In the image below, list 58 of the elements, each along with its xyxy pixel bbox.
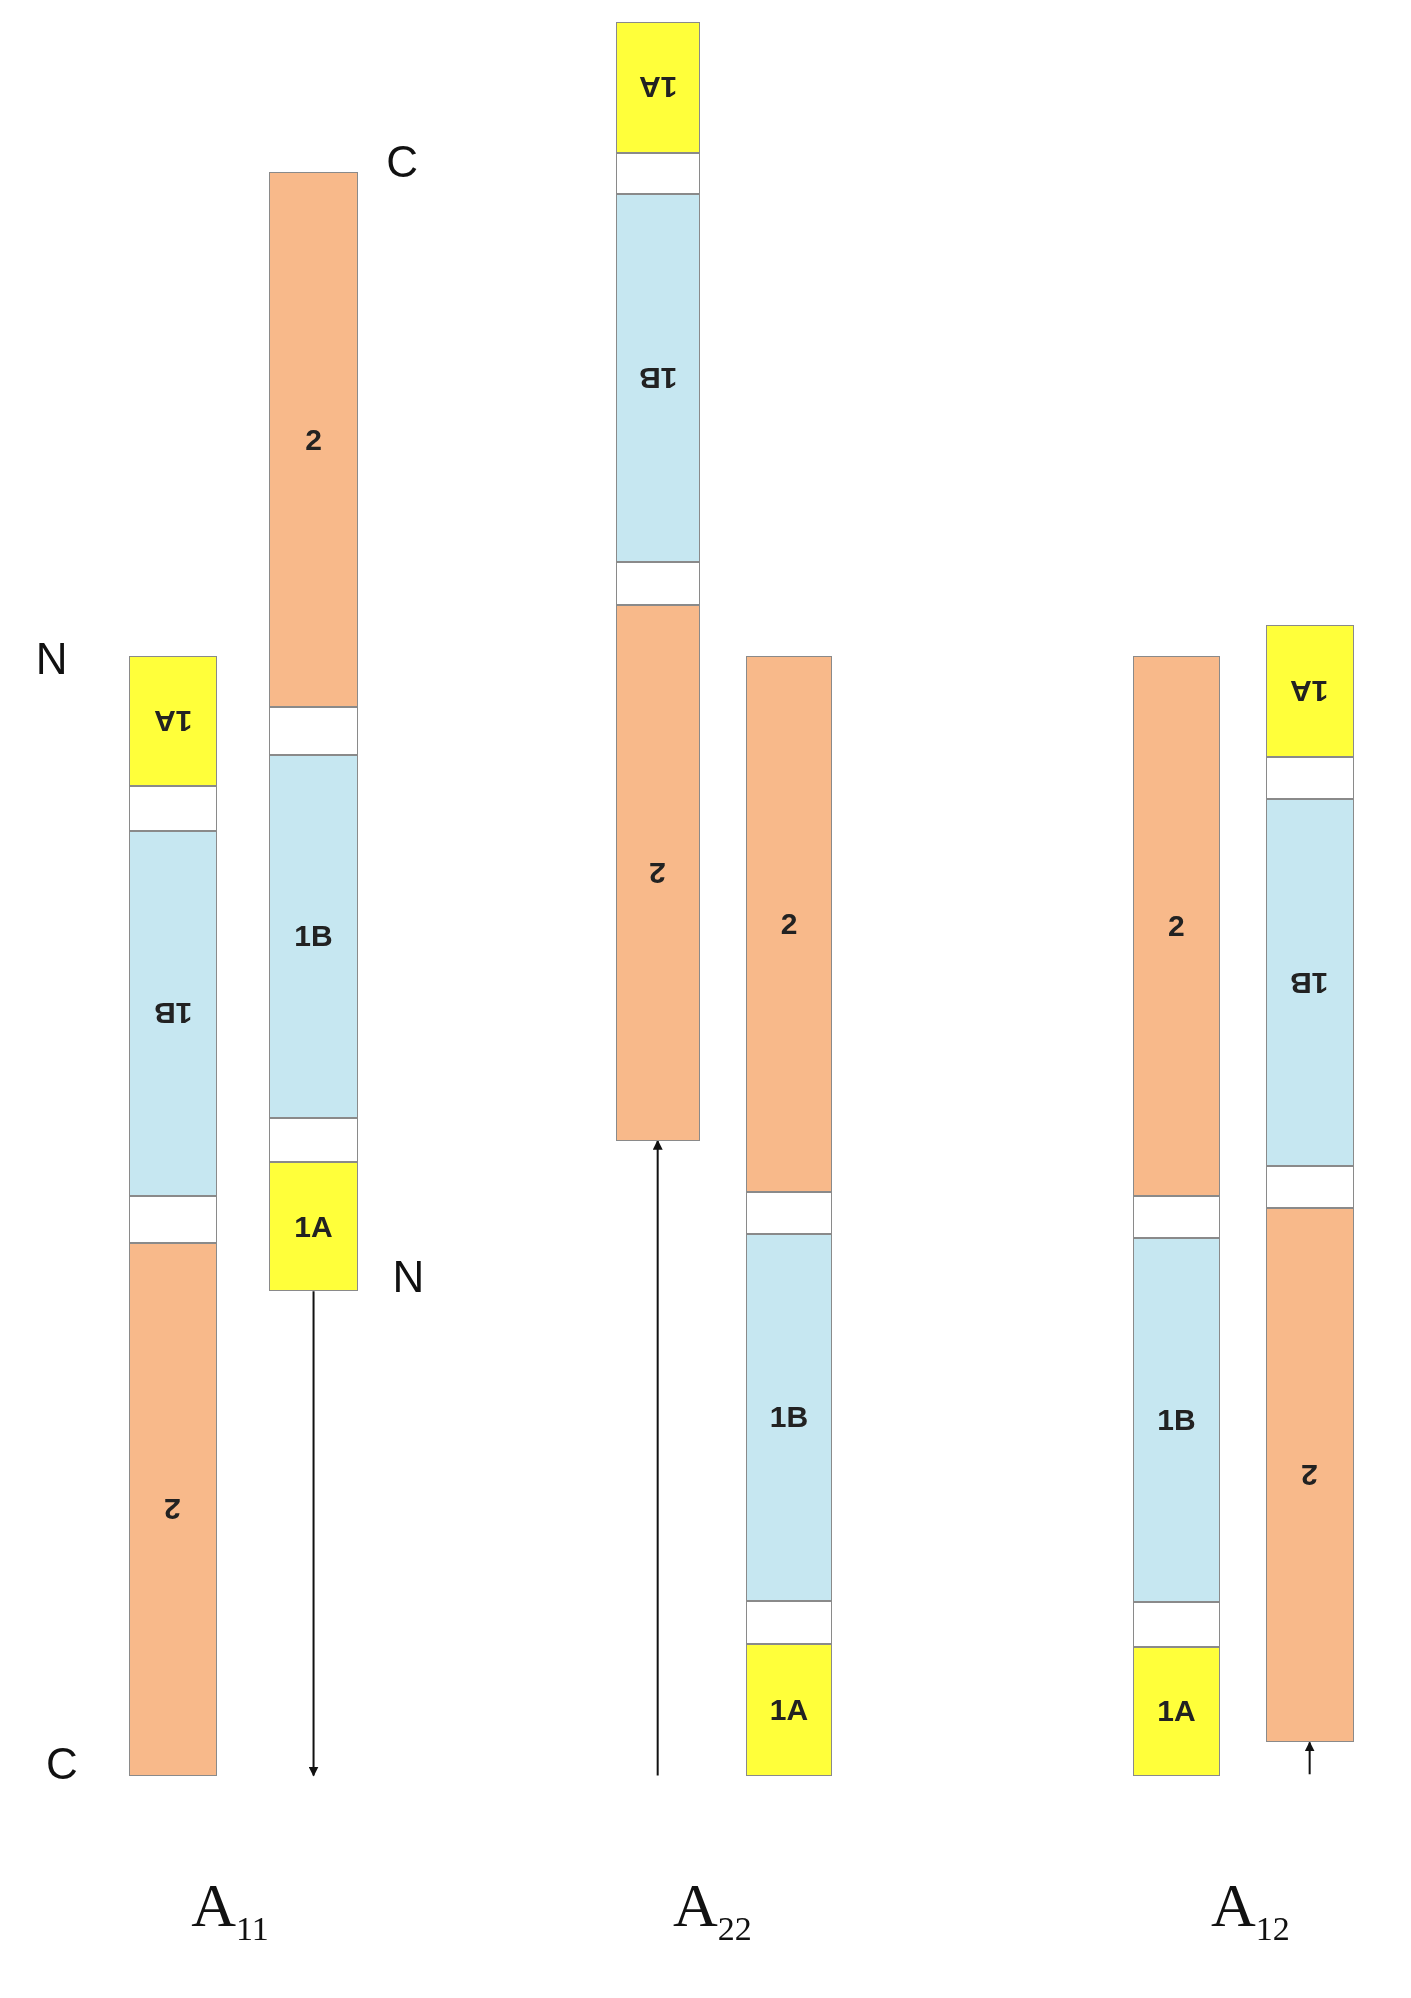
segment-box — [268, 1162, 359, 1292]
segment-label: 1A — [769, 1692, 809, 1727]
linker-box — [128, 1195, 217, 1243]
segment-label: 1B — [1157, 1402, 1196, 1437]
segment-box — [745, 656, 833, 1192]
segment-label: 2 — [305, 422, 322, 457]
segment-label: 1B — [1290, 965, 1329, 1000]
segment-label: 2 — [780, 907, 798, 942]
linker-box — [1133, 1602, 1220, 1647]
segment-label: 2 — [164, 1492, 182, 1527]
segment-label: 1A — [153, 704, 192, 739]
segment-label: 2 — [649, 856, 666, 891]
terminus-label: N — [392, 1255, 425, 1300]
linker-box — [615, 562, 700, 606]
linker-box — [745, 1600, 833, 1645]
segment-box — [1133, 1646, 1220, 1776]
linker-box — [615, 152, 700, 194]
segment-box — [615, 193, 700, 563]
segment-box — [1265, 799, 1354, 1167]
segment-label: 1A — [1157, 1694, 1196, 1729]
terminus-label: C — [386, 140, 418, 185]
segment-label: 1B — [769, 1400, 809, 1435]
dimer-label: A$_{11}$ — [191, 1873, 269, 1946]
segment-box — [1265, 624, 1354, 758]
segment-label: 2 — [1168, 909, 1185, 943]
segment-box — [128, 656, 217, 787]
linker-box — [1265, 1166, 1354, 1209]
segment-label: 1A — [294, 1209, 333, 1244]
linker-box — [745, 1191, 833, 1234]
segment-box — [745, 1644, 833, 1776]
segment-label: 1A — [638, 70, 677, 105]
segment-label: 1A — [1290, 673, 1329, 708]
segment-box — [1265, 1208, 1354, 1743]
segment-label: 1B — [294, 919, 333, 954]
arrow — [1304, 1741, 1315, 1776]
segment-box — [1133, 1237, 1220, 1603]
segment-box — [615, 21, 700, 153]
segment-label: 2 — [1301, 1458, 1318, 1493]
linker-box — [268, 1117, 359, 1163]
linker-box — [1133, 1195, 1220, 1238]
segment-box — [128, 831, 217, 1196]
segment-label: 1B — [638, 360, 677, 395]
dimer-label: A$_{22}$ — [673, 1873, 752, 1946]
segment-box — [268, 754, 359, 1118]
segment-box — [128, 1242, 217, 1776]
segment-box — [1133, 656, 1220, 1196]
linker-box — [128, 786, 217, 832]
arrow — [308, 1290, 319, 1777]
segment-box — [268, 172, 359, 708]
terminus-label: C — [45, 1742, 78, 1787]
arrow — [652, 1139, 663, 1777]
linker-box — [268, 707, 359, 755]
terminus-label: N — [35, 637, 68, 682]
dimer-label: A$_{12}$ — [1210, 1873, 1290, 1946]
segment-box — [745, 1233, 833, 1601]
linker-box — [1265, 757, 1354, 800]
segment-label: 1B — [153, 996, 192, 1031]
segment-box — [615, 605, 700, 1141]
